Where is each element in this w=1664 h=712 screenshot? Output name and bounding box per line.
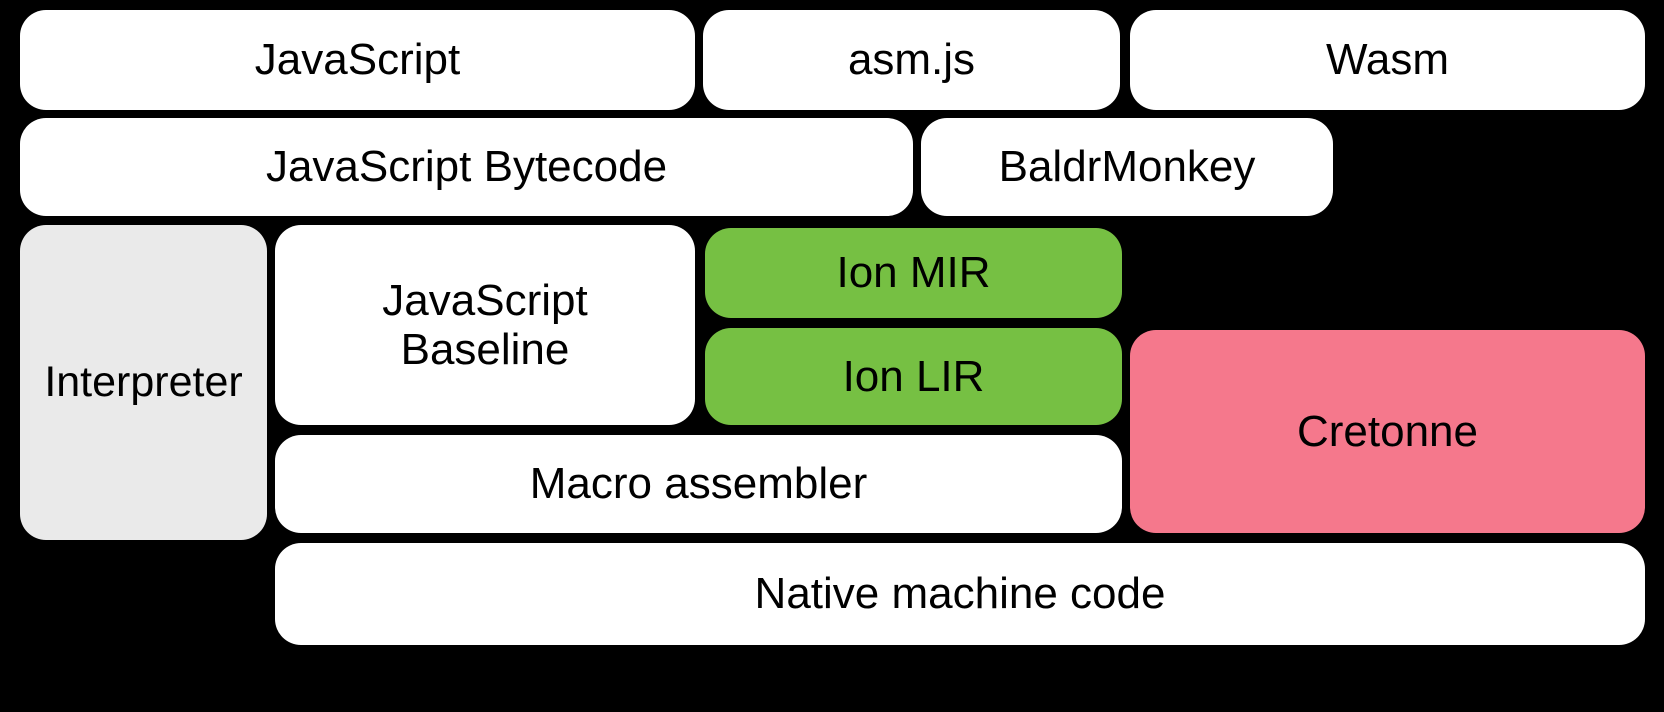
node-interpreter[interactable]: Interpreter	[20, 225, 267, 540]
node-ion-lir[interactable]: Ion LIR	[705, 328, 1122, 425]
node-javascript-baseline[interactable]: JavaScript Baseline	[275, 225, 695, 425]
node-baldrmonkey[interactable]: BaldrMonkey	[921, 118, 1333, 216]
node-native-machine-code[interactable]: Native machine code	[275, 543, 1645, 645]
node-javascript[interactable]: JavaScript	[20, 10, 695, 110]
node-wasm[interactable]: Wasm	[1130, 10, 1645, 110]
node-asm-js[interactable]: asm.js	[703, 10, 1120, 110]
node-macro-assembler[interactable]: Macro assembler	[275, 435, 1122, 533]
node-cretonne[interactable]: Cretonne	[1130, 330, 1645, 533]
node-ion-mir[interactable]: Ion MIR	[705, 228, 1122, 318]
node-javascript-bytecode[interactable]: JavaScript Bytecode	[20, 118, 913, 216]
